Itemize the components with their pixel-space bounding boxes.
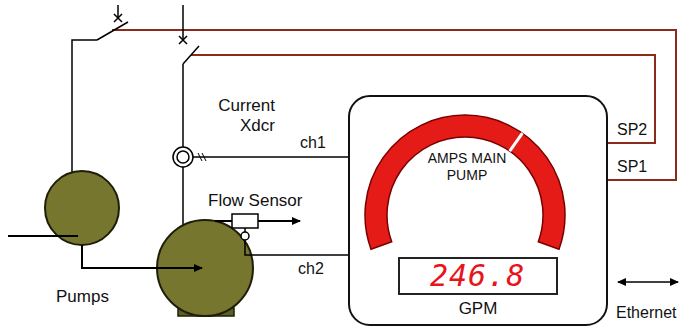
sensor-label: Flow Sensor [208, 191, 302, 211]
switch-contact [114, 14, 122, 22]
setpoint-label: SP1 [617, 157, 647, 176]
digital-display: 246.8 [398, 257, 558, 295]
current-transducer [177, 151, 189, 163]
switch-blade [97, 22, 128, 40]
power-wire [117, 5, 119, 18]
power-wire [182, 167, 184, 226]
signal-wire [193, 156, 348, 158]
network-label: Ethernet [616, 303, 676, 322]
ethernet-arrow [618, 281, 678, 283]
wire-hash [198, 153, 206, 161]
outlet-arrow [258, 220, 300, 222]
unit-label: GPM [428, 299, 528, 319]
display-value: 246.8 [430, 261, 525, 291]
channel-label: ch2 [298, 259, 324, 278]
gauge-title: AMPS MAIN PUMP [424, 150, 510, 184]
pump-label: Pumps [56, 287, 109, 307]
panel-meter: AMPS MAIN PUMP GPM 246.8 [348, 95, 608, 326]
transducer-label: Current Xdcr [193, 96, 275, 137]
switch-contact [179, 36, 187, 44]
discharge-pipe [215, 220, 232, 222]
sensor-connector [241, 232, 249, 240]
flow-arrow [120, 267, 202, 269]
gauge-needle [510, 133, 523, 151]
power-wire [72, 40, 97, 172]
power-wire [182, 5, 184, 40]
signal-wire [245, 240, 348, 255]
small-pump [45, 171, 119, 245]
flow-sensor [232, 214, 258, 228]
inlet-pipe [8, 235, 78, 237]
gauge-arc [365, 115, 565, 249]
channel-label: ch1 [300, 133, 326, 152]
setpoint-label: SP2 [617, 120, 647, 139]
switch-blade [183, 46, 199, 64]
power-wire [182, 64, 184, 147]
current-transducer [173, 147, 193, 167]
